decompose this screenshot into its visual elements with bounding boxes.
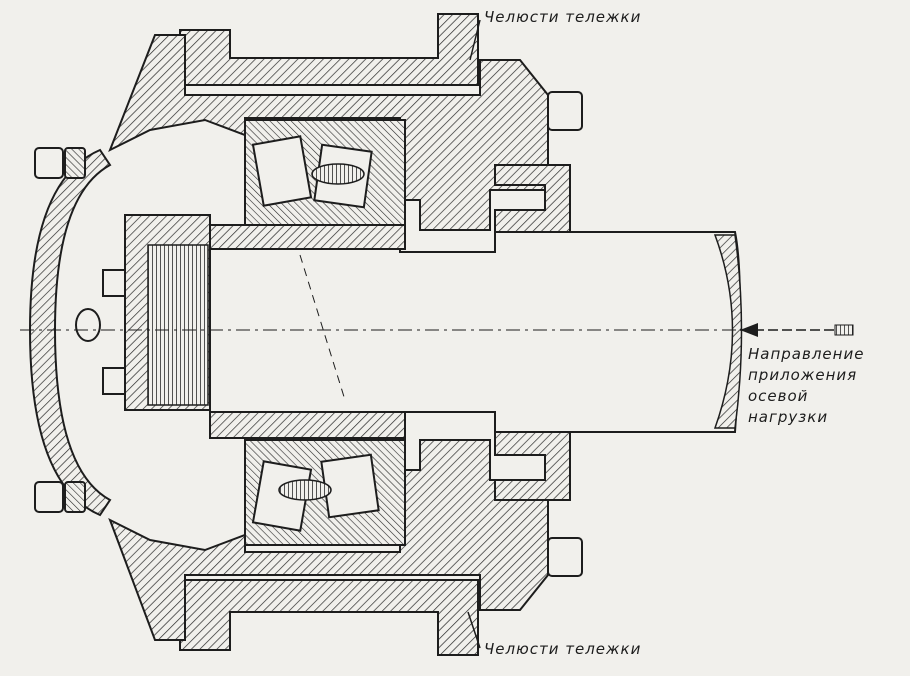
labyrinth-seal-lower <box>494 431 571 501</box>
load-caption-line: нагрузки <box>748 408 829 426</box>
labyrinth-seal-upper <box>494 164 571 233</box>
axle-end-nut <box>102 214 211 411</box>
load-caption-line: осевой <box>748 387 809 405</box>
load-caption-line: Направление <box>748 345 865 363</box>
top-jaw-caption: Челюсти тележки <box>484 8 642 26</box>
load-arrow <box>740 323 854 337</box>
upper-roller-bearing <box>244 119 406 226</box>
upper-bogie-jaw <box>179 13 479 86</box>
cover-bolts <box>34 91 583 577</box>
bottom-leader-line <box>467 611 481 649</box>
load-direction-caption: Направление приложения осевой нагрузки <box>748 344 864 428</box>
lower-roller-bearing <box>244 439 406 546</box>
lower-bogie-jaw <box>179 579 479 656</box>
axle-journal <box>209 231 743 433</box>
section-line <box>299 254 346 401</box>
load-caption-line: приложения <box>748 366 858 384</box>
front-cover <box>28 148 112 517</box>
bottom-jaw-caption: Челюсти тележки <box>484 640 642 658</box>
top-leader-line <box>469 19 481 61</box>
